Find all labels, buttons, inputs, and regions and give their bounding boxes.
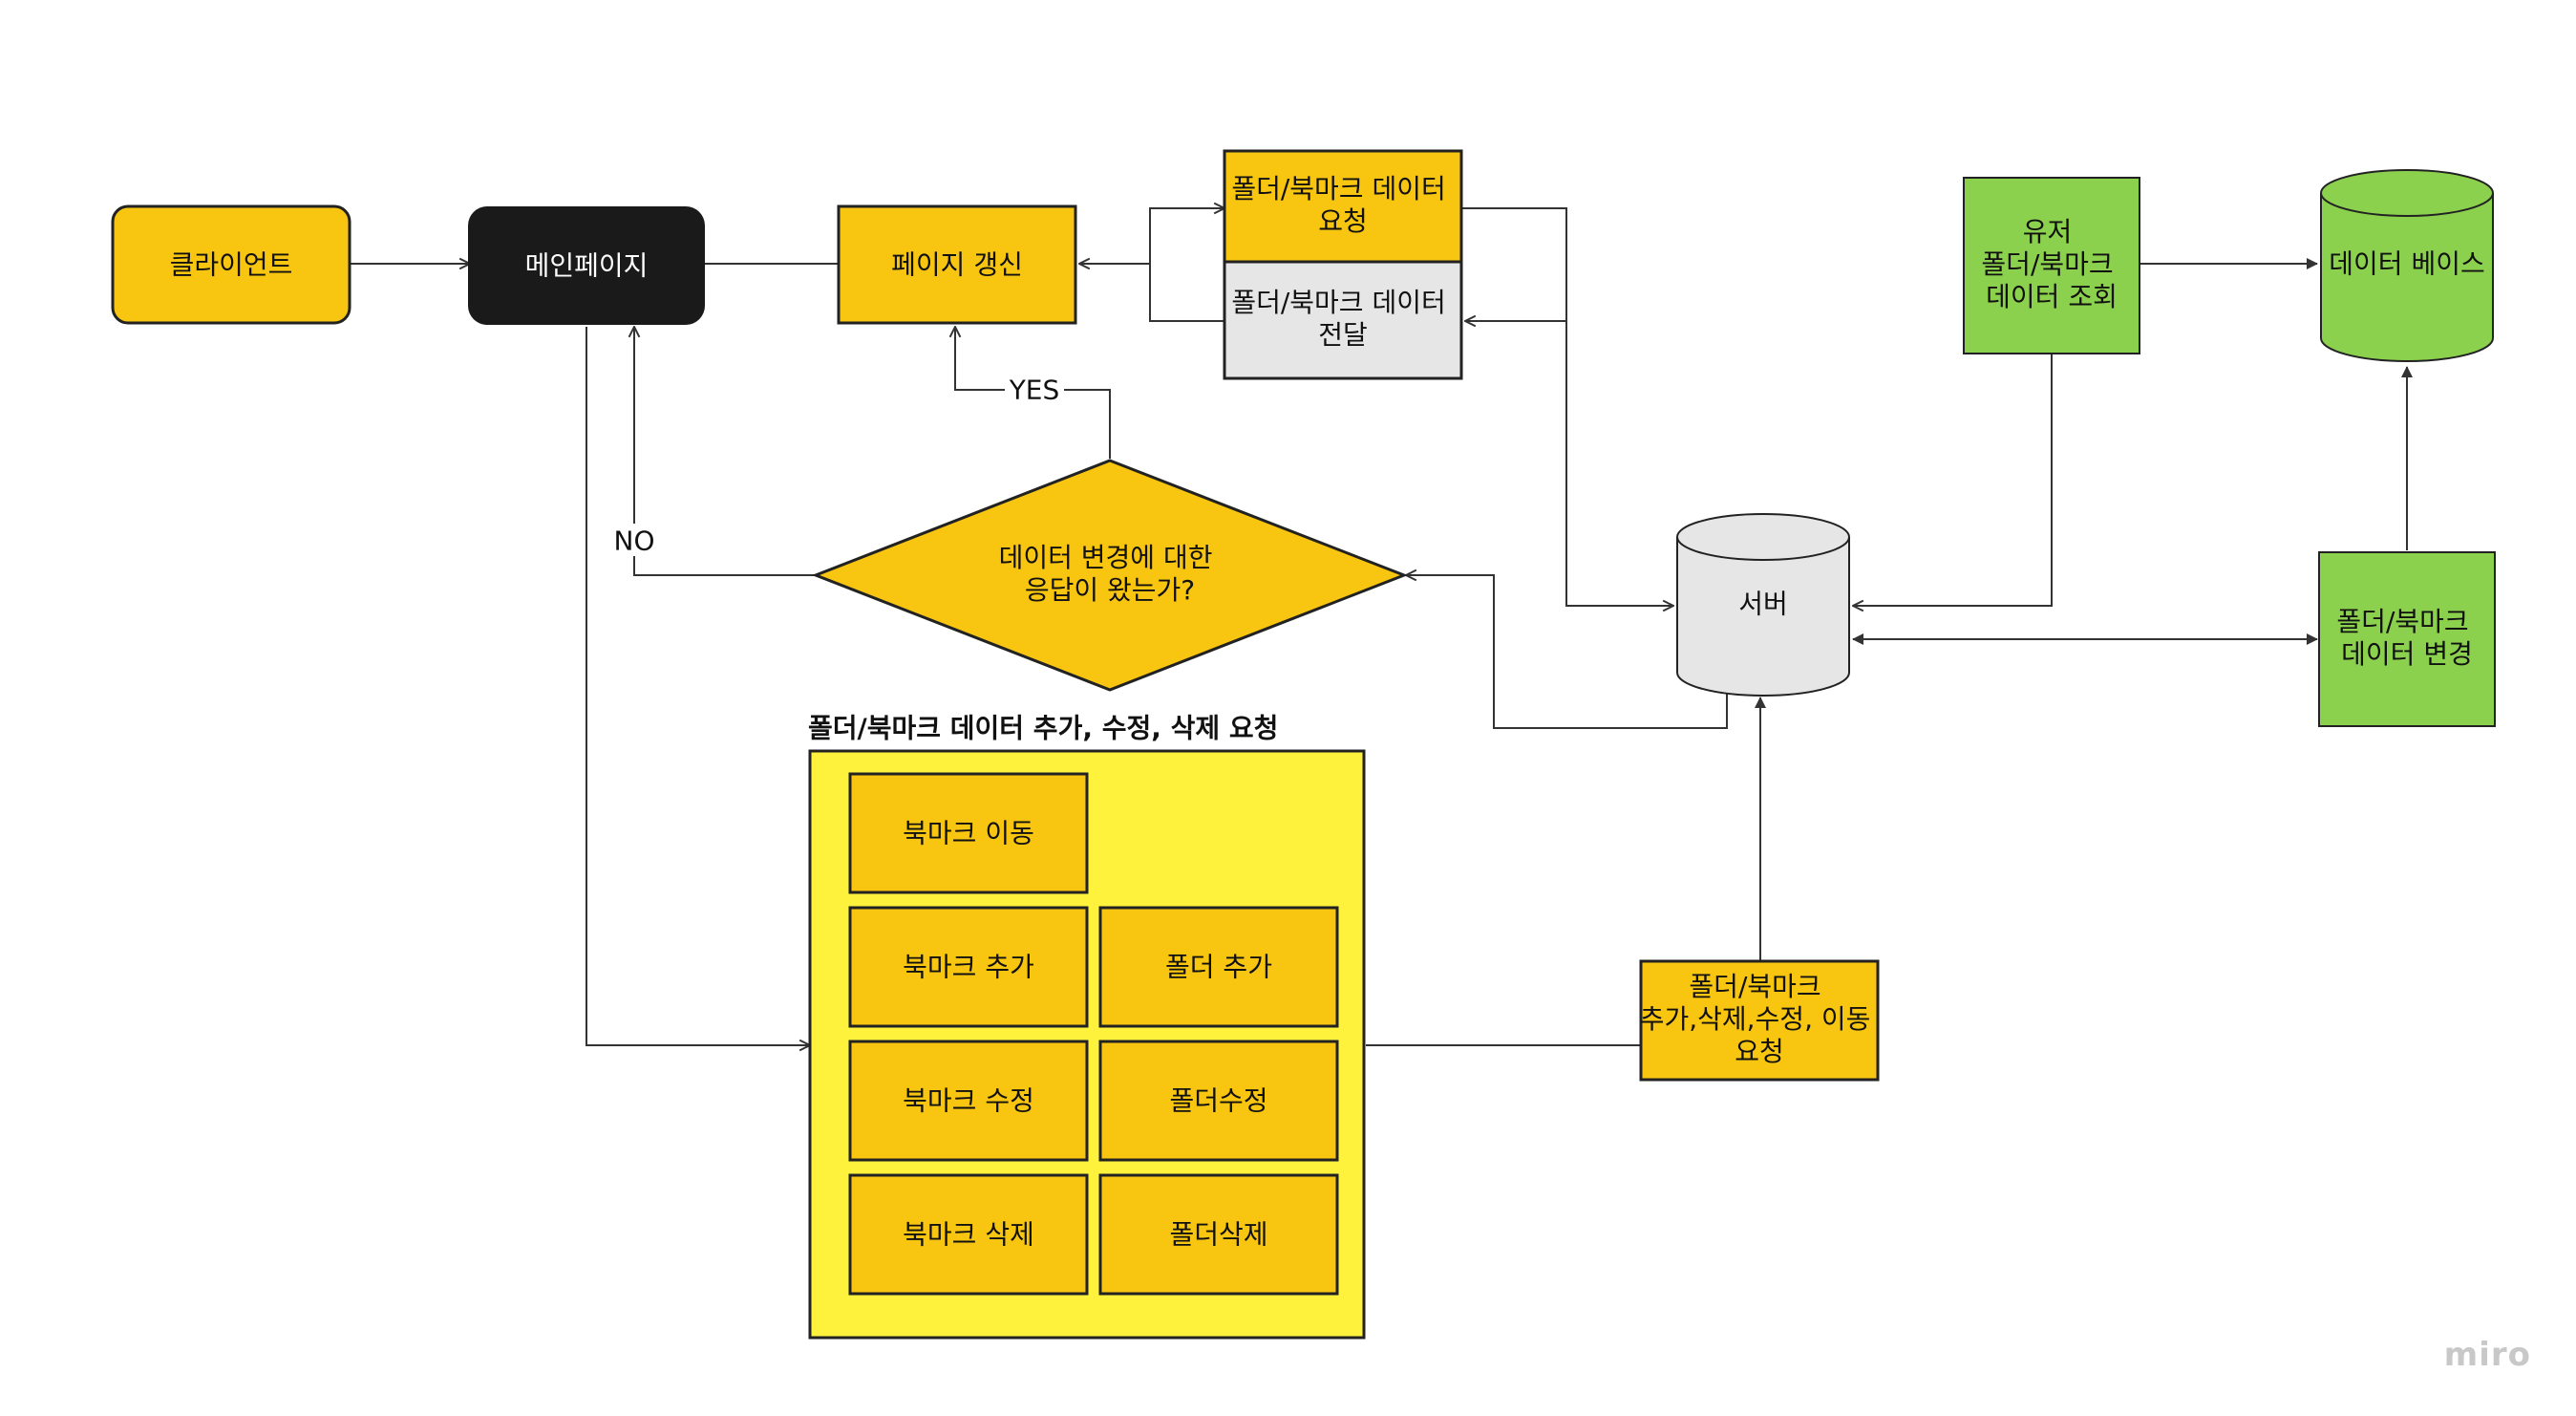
group-item-folder-add-label: 폴더 추가 — [1165, 952, 1272, 983]
node-crud-request[interactable]: 폴더/북마크 추가,삭제,수정, 이동 요청 — [1639, 959, 1880, 1082]
node-change-data-line-2: 데이터 변경 — [2341, 638, 2473, 670]
node-request-data-label: 폴더/북마크 데이터 요청 — [1231, 173, 1454, 237]
node-change-data[interactable]: 폴더/북마크 데이터 변경 — [2318, 551, 2496, 727]
node-request-data-line-1: 폴더/북마크 데이터 — [1231, 173, 1445, 204]
group-item-folder-edit[interactable]: 폴더수정 — [1098, 1040, 1339, 1162]
node-server[interactable]: 서버 — [1676, 513, 1850, 697]
node-crud-request-label: 폴더/북마크 추가,삭제,수정, 이동 요청 — [1640, 971, 1880, 1067]
node-page-refresh-label: 페이지 갱신 — [891, 249, 1023, 281]
node-crud-request-line-2: 추가,삭제,수정, 이동 — [1640, 1003, 1871, 1035]
miro-watermark: miro — [2444, 1336, 2531, 1374]
node-deliver-data-label: 폴더/북마크 데이터 전달 — [1231, 287, 1454, 351]
node-decision-label: 데이터 변경에 대한 응답이 왔는가? — [999, 542, 1222, 606]
edge-label-yes: YES — [1009, 375, 1060, 406]
group-item-bookmark-move-label: 북마크 이동 — [903, 818, 1034, 849]
group-item-bookmark-add-label: 북마크 추가 — [903, 952, 1034, 983]
group-item-bookmark-move[interactable]: 북마크 이동 — [848, 772, 1089, 894]
group-item-folder-delete[interactable]: 폴더삭제 — [1098, 1173, 1339, 1296]
node-change-data-label: 폴더/북마크 데이터 변경 — [2336, 606, 2477, 670]
node-crud-request-line-3: 요청 — [1735, 1036, 1784, 1067]
group-item-bookmark-delete-label: 북마크 삭제 — [903, 1219, 1034, 1251]
edge-decision-no — [634, 327, 816, 576]
node-decision-line-1: 데이터 변경에 대한 — [999, 542, 1213, 573]
node-client-label: 클라이언트 — [170, 249, 293, 281]
node-deliver-data-line-1: 폴더/북마크 데이터 — [1231, 287, 1445, 318]
node-request-data[interactable]: 폴더/북마크 데이터 요청 — [1223, 149, 1463, 264]
node-decision-line-2: 응답이 왔는가? — [1025, 574, 1195, 606]
node-user-lookup[interactable]: 유저 폴더/북마크 데이터 조회 — [1963, 177, 2140, 354]
node-decision[interactable]: 데이터 변경에 대한 응답이 왔는가? — [811, 459, 1409, 692]
node-page-refresh[interactable]: 페이지 갱신 — [837, 204, 1077, 325]
node-user-lookup-line-1: 유저 — [2023, 216, 2073, 247]
node-deliver-data-line-2: 전달 — [1318, 319, 1368, 351]
node-database-label: 데이터 베이스 — [2329, 248, 2484, 280]
group-item-folder-edit-label: 폴더수정 — [1169, 1085, 1267, 1117]
edge-bracket-to-request — [1149, 208, 1224, 321]
group-item-bookmark-delete[interactable]: 북마크 삭제 — [848, 1173, 1089, 1296]
group-item-bookmark-edit-label: 북마크 수정 — [903, 1085, 1034, 1117]
group-item-bookmark-add[interactable]: 북마크 추가 — [848, 906, 1089, 1028]
group-title: 폴더/북마크 데이터 추가, 수정, 삭제 요청 — [808, 713, 1278, 744]
node-main-page-label: 메인페이지 — [525, 250, 649, 282]
node-main-page[interactable]: 메인페이지 — [468, 206, 705, 325]
edge-server-to-decision — [1406, 575, 1728, 729]
node-client[interactable]: 클라이언트 — [111, 204, 351, 325]
node-server-label: 서버 — [1738, 589, 1788, 620]
node-user-lookup-line-2: 폴더/북마크 — [1981, 248, 2113, 280]
node-deliver-data[interactable]: 폴더/북마크 데이터 전달 — [1223, 260, 1463, 380]
edge-bracket-deliver — [1149, 264, 1224, 322]
node-crud-request-line-1: 폴더/북마크 — [1689, 971, 1820, 1002]
group-item-folder-add[interactable]: 폴더 추가 — [1098, 906, 1339, 1028]
edge-label-no: NO — [614, 526, 655, 557]
node-user-lookup-line-3: 데이터 조회 — [1986, 281, 2118, 312]
edge-request-to-server — [1461, 207, 1673, 606]
node-change-data-line-1: 폴더/북마크 — [2336, 606, 2468, 637]
group-item-folder-delete-label: 폴더삭제 — [1169, 1219, 1267, 1251]
edge-main-to-group — [585, 327, 810, 1045]
edge-user-lookup-to-server — [1853, 354, 2053, 606]
node-database[interactable]: 데이터 베이스 — [2320, 169, 2494, 362]
group-item-bookmark-edit[interactable]: 북마크 수정 — [848, 1040, 1089, 1162]
node-user-lookup-label: 유저 폴더/북마크 데이터 조회 — [1981, 216, 2121, 312]
node-request-data-line-2: 요청 — [1318, 205, 1368, 237]
